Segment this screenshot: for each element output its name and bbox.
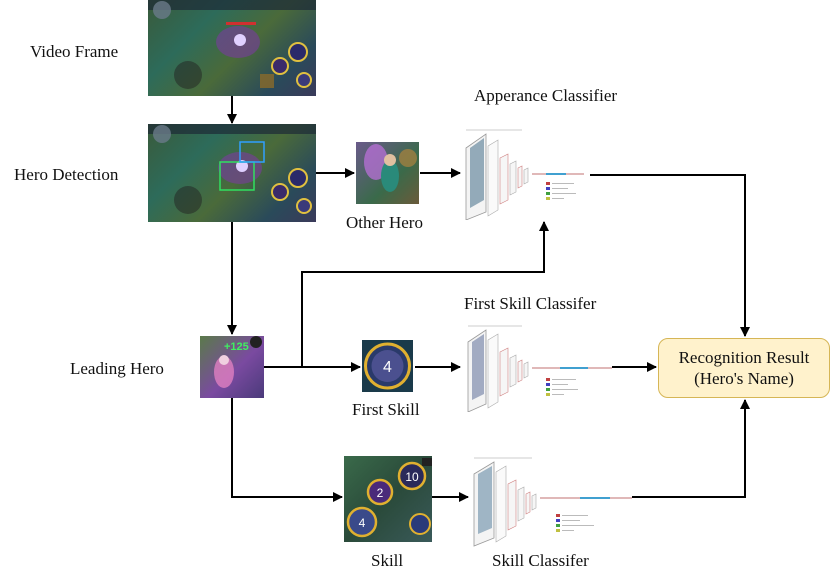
skill-badge-bottom: 4 [359, 516, 366, 530]
arrow-leading-to-skill [231, 398, 343, 502]
video-frame-label: Video Frame [30, 42, 119, 61]
first-skill-image: 4 [362, 340, 413, 392]
leading-hero-label: Leading Hero [70, 359, 164, 378]
hero-detection-label: Hero Detection [14, 165, 119, 184]
appearance-cnn-diagram [465, 129, 584, 220]
first-skill-classifier-label: First Skill Classifer [464, 294, 597, 313]
skill-image: 2 10 4 [344, 456, 432, 542]
appearance-classifier-label: Apperance Classifier [474, 86, 618, 105]
skill-label: Skill [371, 551, 404, 570]
first-skill-label: First Skill [352, 400, 420, 419]
leading-hero-image: +125 [200, 336, 264, 398]
other-hero-image [356, 142, 419, 204]
hero-detection-image [148, 124, 316, 222]
skill-cnn-diagram [473, 457, 632, 547]
first-skill-badge: 4 [383, 359, 392, 376]
skill-badge-right: 10 [405, 470, 419, 484]
other-hero-label: Other Hero [346, 213, 423, 232]
video-frame-image [148, 0, 316, 96]
recognition-result-title: Recognition Result [678, 348, 810, 367]
recognition-result-box: Recognition Result (Hero's Name) [658, 338, 830, 398]
first-skill-cnn-diagram [467, 325, 612, 412]
recognition-result-subtitle: (Hero's Name) [694, 369, 794, 388]
arrow-skill-classifier-to-result [632, 399, 750, 498]
arrow-appearance-to-result [590, 174, 750, 337]
skill-classifier-label: Skill Classifer [492, 551, 589, 570]
skill-badge-top: 2 [377, 486, 384, 500]
arrow-leading-to-appearance [301, 221, 549, 367]
svg-text:+125: +125 [224, 341, 249, 353]
